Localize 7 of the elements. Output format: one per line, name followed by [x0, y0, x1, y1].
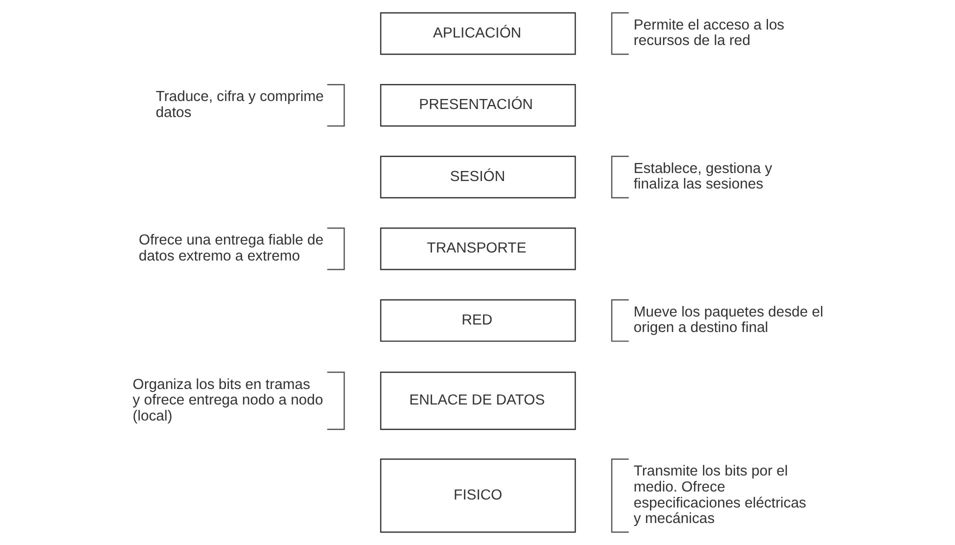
- node-label: Permite el acceso a los recursos de la red: [633, 17, 784, 50]
- node-label: Traduce, cifra y comprime datos: [155, 89, 324, 121]
- node-label: Transmite los bits por el medio. Ofrece especificaciones eléctricas y mecánicas: [633, 464, 806, 528]
- node-label: Establece, gestiona y finaliza las sesiones: [633, 160, 772, 193]
- node-label: Mueve los paquetes desde el origen a destino final: [633, 304, 823, 336]
- node-label: Organiza los bits en tramas y ofrece entrega nodo a nodo (local): [132, 376, 323, 424]
- node-label: Ofrece una entrega fiable de datos extremo a extremo: [138, 232, 324, 264]
